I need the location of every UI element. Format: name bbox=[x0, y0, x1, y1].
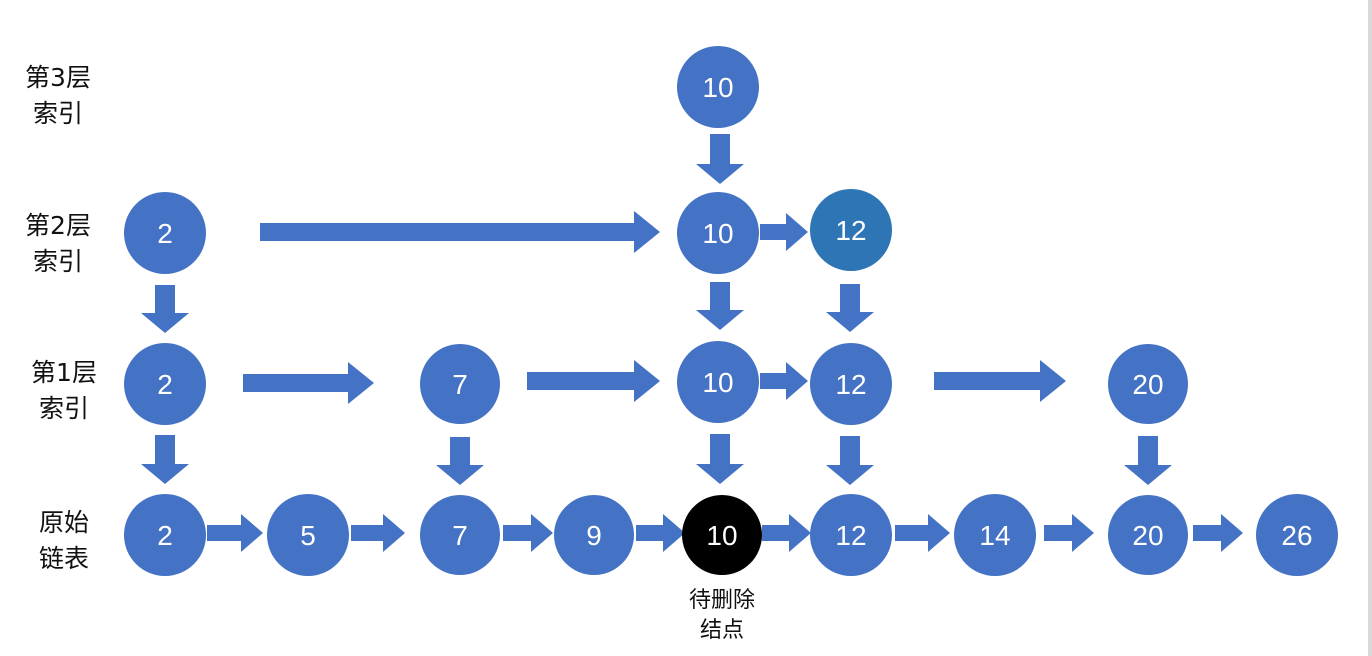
arrow-l0-7-to-9 bbox=[503, 514, 553, 552]
arrow-down-l1-10 bbox=[696, 434, 744, 484]
level-2-label: 第2层 索引 bbox=[25, 211, 91, 276]
arrow-l2-10-to-12 bbox=[760, 213, 808, 251]
node-value: 7 bbox=[452, 369, 468, 400]
node-circle bbox=[677, 192, 759, 274]
node-value: 12 bbox=[835, 520, 866, 551]
node-l1-20: 20 bbox=[1108, 344, 1188, 424]
node-l0-14: 14 bbox=[954, 494, 1036, 576]
arrow-l0-14-to-20 bbox=[1044, 514, 1094, 552]
node-circle bbox=[810, 343, 892, 425]
node-value: 26 bbox=[1281, 520, 1312, 551]
node-value: 10 bbox=[706, 520, 737, 551]
node-value: 2 bbox=[157, 520, 173, 551]
node-circle bbox=[124, 192, 206, 274]
arrow-l1-10-to-12 bbox=[760, 362, 808, 400]
base-list-label: 原始 链表 bbox=[38, 508, 89, 573]
arrow-l0-12-to-14 bbox=[895, 514, 950, 552]
node-l0-5: 5 bbox=[267, 494, 349, 576]
node-value: 7 bbox=[452, 520, 468, 551]
node-l0-20: 20 bbox=[1108, 495, 1188, 575]
node-l0-7: 7 bbox=[420, 495, 500, 575]
arrow-down-l1-12 bbox=[826, 436, 874, 485]
node-circle bbox=[420, 344, 500, 424]
node-value: 2 bbox=[157, 218, 173, 249]
node-l0-10: 10 bbox=[682, 495, 762, 575]
node-l1-7: 7 bbox=[420, 344, 500, 424]
node-circle bbox=[810, 189, 892, 271]
node-value: 9 bbox=[586, 520, 602, 551]
node-circle bbox=[124, 343, 206, 425]
node-value: 10 bbox=[702, 72, 733, 103]
arrow-l0-10-to-12 bbox=[762, 514, 811, 552]
node-circle bbox=[554, 495, 634, 575]
window-edge bbox=[1368, 0, 1372, 656]
arrow-l2-2-to-10 bbox=[260, 211, 660, 253]
node-l2-2: 2 bbox=[124, 192, 206, 274]
node-circle bbox=[124, 494, 206, 576]
level-1-label: 第1层 索引 bbox=[31, 358, 97, 423]
arrow-l1-2-to-7 bbox=[243, 362, 374, 404]
node-l1-12: 12 bbox=[810, 343, 892, 425]
node-circle bbox=[1108, 344, 1188, 424]
node-value: 14 bbox=[979, 520, 1010, 551]
arrow-l0-20-to-26 bbox=[1193, 514, 1243, 552]
node-circle bbox=[1256, 494, 1338, 576]
node-l2-12: 12 bbox=[810, 189, 892, 271]
node-circle bbox=[682, 495, 762, 575]
node-value: 2 bbox=[157, 369, 173, 400]
node-circle bbox=[420, 495, 500, 575]
node-circle bbox=[810, 494, 892, 576]
node-circle bbox=[677, 341, 759, 423]
arrow-down-l3-10 bbox=[696, 134, 744, 184]
node-value: 5 bbox=[300, 520, 316, 551]
node-l0-12: 12 bbox=[810, 494, 892, 576]
arrow-down-l2-12 bbox=[826, 284, 874, 332]
node-l3-10: 10 bbox=[677, 46, 759, 128]
node-value: 20 bbox=[1132, 369, 1163, 400]
arrow-l1-12-to-20 bbox=[934, 360, 1066, 402]
node-circle bbox=[677, 46, 759, 128]
node-l0-9: 9 bbox=[554, 495, 634, 575]
node-value: 12 bbox=[835, 215, 866, 246]
arrow-l0-5-to-7 bbox=[351, 514, 405, 552]
arrow-down-l1-20 bbox=[1124, 436, 1172, 485]
arrow-down-l1-2 bbox=[141, 435, 189, 484]
arrow-l0-2-to-5 bbox=[207, 514, 263, 552]
node-value: 10 bbox=[702, 367, 733, 398]
arrow-down-l2-10 bbox=[696, 282, 744, 330]
arrow-l1-7-to-10 bbox=[527, 360, 660, 402]
node-value: 20 bbox=[1132, 520, 1163, 551]
level-3-label: 第3层 索引 bbox=[25, 63, 91, 128]
arrow-l0-9-to-10 bbox=[636, 514, 685, 552]
node-l0-2: 2 bbox=[124, 494, 206, 576]
node-value: 10 bbox=[702, 218, 733, 249]
arrow-down-l2-2 bbox=[141, 285, 189, 333]
node-circle bbox=[267, 494, 349, 576]
deleted-node-caption: 待删除 结点 bbox=[688, 588, 755, 643]
arrow-down-l1-7 bbox=[436, 437, 484, 485]
node-l2-10: 10 bbox=[677, 192, 759, 274]
node-value: 12 bbox=[835, 369, 866, 400]
node-l1-2: 2 bbox=[124, 343, 206, 425]
node-circle bbox=[954, 494, 1036, 576]
node-circle bbox=[1108, 495, 1188, 575]
node-l0-26: 26 bbox=[1256, 494, 1338, 576]
node-l1-10: 10 bbox=[677, 341, 759, 423]
